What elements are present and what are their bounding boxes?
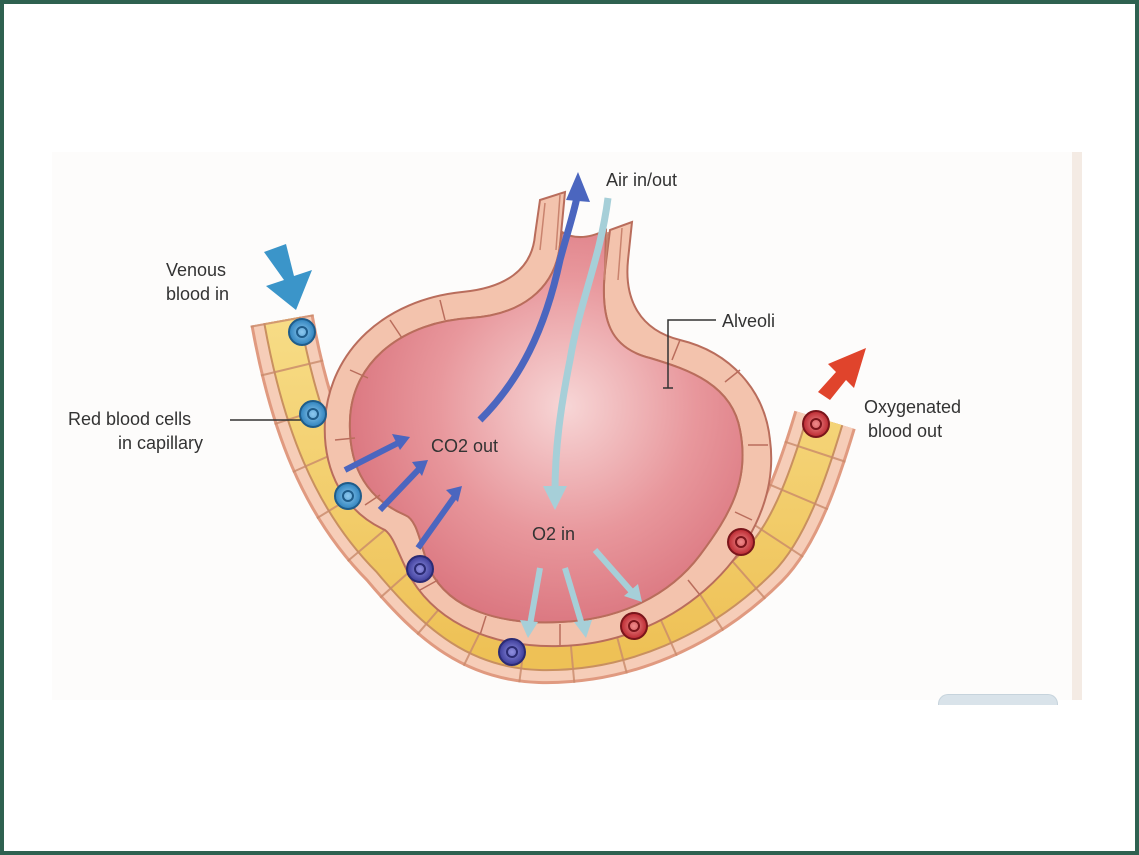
deoxy-cell <box>407 556 433 582</box>
deoxy-cell <box>499 639 525 665</box>
oxygenated-label-line1: Oxygenated <box>864 397 961 417</box>
corner-tab <box>938 694 1058 705</box>
venous-label-line1: Venous <box>166 260 226 280</box>
rbc-label-line2: in capillary <box>118 433 203 453</box>
alveoli-label: Alveoli <box>722 311 775 331</box>
co2-label: CO2 out <box>431 436 498 456</box>
blue-inflow-arrow-icon <box>264 244 312 310</box>
oxy-cell <box>621 613 647 639</box>
oxygenated-label-line2: blood out <box>868 421 942 441</box>
venous-label-line2: blood in <box>166 284 229 304</box>
o2-label: O2 in <box>532 524 575 544</box>
venous-cell <box>289 319 315 345</box>
air-out-arrowhead-icon <box>566 172 590 202</box>
oxy-cell <box>803 411 829 437</box>
rbc-label-line1: Red blood cells <box>68 409 191 429</box>
venous-cell <box>300 401 326 427</box>
air-label: Air in/out <box>606 170 677 190</box>
red-outflow-arrow-icon <box>818 348 866 400</box>
venous-cell <box>335 483 361 509</box>
oxy-cell <box>728 529 754 555</box>
